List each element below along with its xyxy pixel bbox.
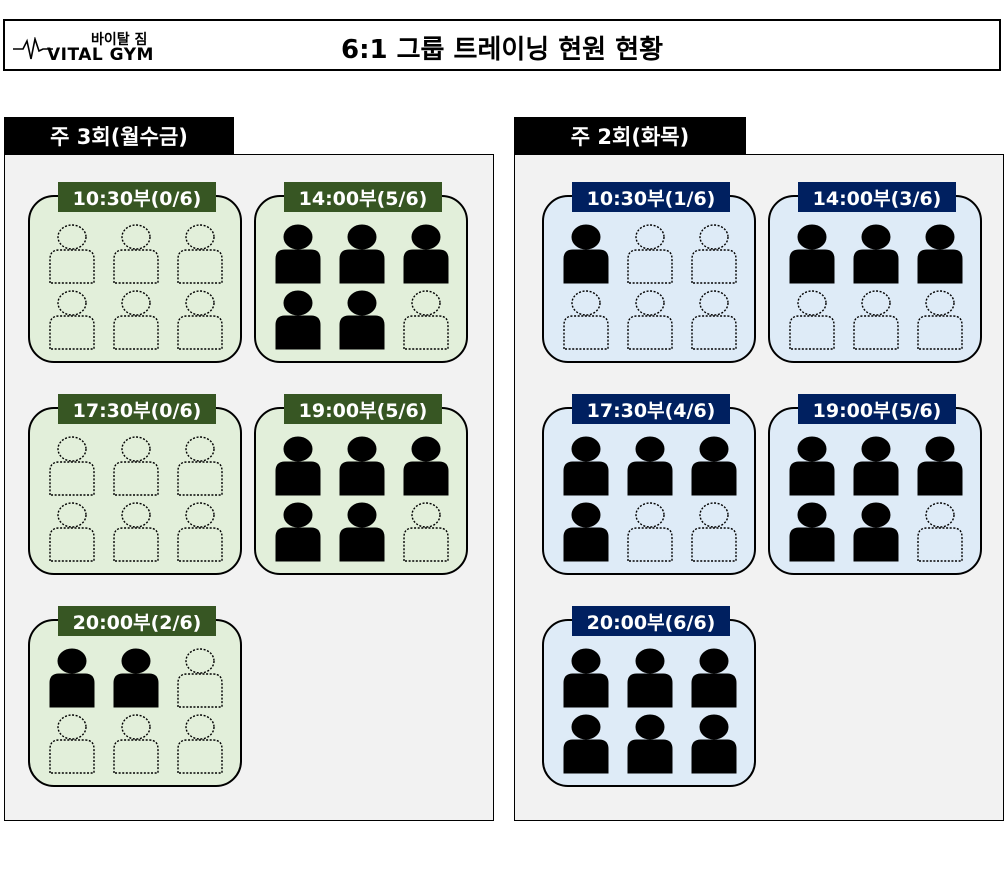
session-label: 17:30부(0/6) [58,394,216,424]
person-filled-icon [560,223,612,285]
person-empty-icon [46,289,98,351]
person-empty-icon [624,223,676,285]
person-empty-icon [174,223,226,285]
seat-grid [560,223,742,355]
person-filled-icon [272,289,324,351]
seat-grid [786,223,968,355]
person-empty-icon [688,223,740,285]
person-filled-icon [336,501,388,563]
panel-tab-2x-week: 주 2회(화목) [514,117,746,155]
person-filled-icon [336,435,388,497]
seat-grid [272,435,454,567]
person-empty-icon [688,289,740,351]
person-empty-icon [688,501,740,563]
session-card[interactable]: 17:30부(4/6) [542,394,756,575]
session-card[interactable]: 14:00부(5/6) [254,182,468,363]
person-filled-icon [624,647,676,709]
person-empty-icon [174,435,226,497]
person-empty-icon [110,501,162,563]
person-filled-icon [688,713,740,775]
person-empty-icon [624,289,676,351]
person-empty-icon [110,713,162,775]
seat-grid [46,223,228,355]
session-label: 19:00부(5/6) [284,394,442,424]
person-empty-icon [850,289,902,351]
seat-grid [786,435,968,567]
session-card[interactable]: 20:00부(2/6) [28,606,242,787]
seat-grid [272,223,454,355]
session-label: 10:30부(0/6) [58,182,216,212]
session-card[interactable]: 14:00부(3/6) [768,182,982,363]
gym-logo: 바이탈 짐 VITAL GYM [13,27,163,67]
person-empty-icon [174,647,226,709]
person-filled-icon [560,501,612,563]
person-filled-icon [624,713,676,775]
person-empty-icon [46,435,98,497]
person-filled-icon [850,501,902,563]
person-filled-icon [914,223,966,285]
session-label: 20:00부(6/6) [572,606,730,636]
session-label: 10:30부(1/6) [572,182,730,212]
session-card[interactable]: 10:30부(1/6) [542,182,756,363]
page-title: 6:1 그룹 트레이닝 현원 현황 [341,35,663,65]
person-filled-icon [786,501,838,563]
seat-grid [46,647,228,779]
person-empty-icon [46,223,98,285]
person-filled-icon [336,289,388,351]
person-empty-icon [914,501,966,563]
person-filled-icon [46,647,98,709]
person-empty-icon [110,223,162,285]
session-label: 19:00부(5/6) [798,394,956,424]
seat-grid [560,647,742,779]
person-empty-icon [560,289,612,351]
person-empty-icon [174,501,226,563]
person-filled-icon [688,435,740,497]
person-empty-icon [400,501,452,563]
panel-tab-3x-week: 주 3회(월수금) [4,117,234,155]
person-filled-icon [850,223,902,285]
person-filled-icon [914,435,966,497]
person-filled-icon [560,435,612,497]
person-filled-icon [560,713,612,775]
person-empty-icon [174,289,226,351]
person-filled-icon [272,501,324,563]
session-card[interactable]: 19:00부(5/6) [768,394,982,575]
session-label: 17:30부(4/6) [572,394,730,424]
header-bar: 바이탈 짐 VITAL GYM 6:1 그룹 트레이닝 현원 현황 [3,19,1001,71]
person-filled-icon [400,435,452,497]
person-filled-icon [560,647,612,709]
person-empty-icon [46,501,98,563]
heartbeat-icon [13,37,53,60]
seat-grid [46,435,228,567]
seat-grid [560,435,742,567]
person-filled-icon [850,435,902,497]
person-filled-icon [336,223,388,285]
session-label: 14:00부(3/6) [798,182,956,212]
person-empty-icon [400,289,452,351]
person-empty-icon [914,289,966,351]
person-filled-icon [110,647,162,709]
person-filled-icon [786,435,838,497]
session-card[interactable]: 19:00부(5/6) [254,394,468,575]
session-card[interactable]: 20:00부(6/6) [542,606,756,787]
person-filled-icon [400,223,452,285]
person-empty-icon [46,713,98,775]
session-card[interactable]: 17:30부(0/6) [28,394,242,575]
person-filled-icon [272,223,324,285]
person-filled-icon [786,223,838,285]
person-filled-icon [624,435,676,497]
logo-korean-text: 바이탈 짐 [91,32,148,48]
person-filled-icon [688,647,740,709]
session-label: 20:00부(2/6) [58,606,216,636]
person-empty-icon [110,435,162,497]
person-empty-icon [786,289,838,351]
person-filled-icon [272,435,324,497]
person-empty-icon [110,289,162,351]
logo-english-text: VITAL GYM [47,45,154,65]
person-empty-icon [174,713,226,775]
session-label: 14:00부(5/6) [284,182,442,212]
person-empty-icon [624,501,676,563]
session-card[interactable]: 10:30부(0/6) [28,182,242,363]
